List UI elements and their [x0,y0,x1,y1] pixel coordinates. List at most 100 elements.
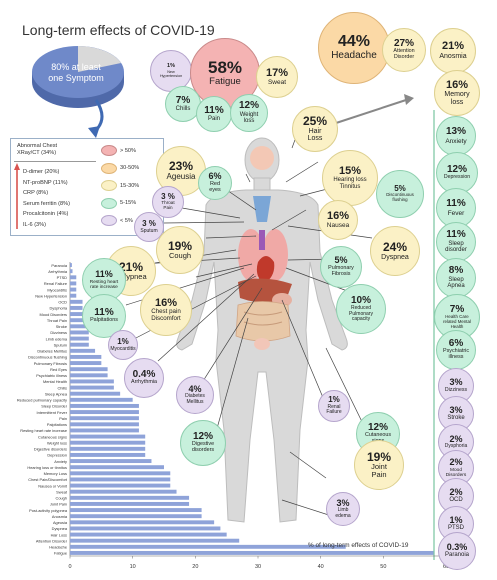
bubble-percent: 19% [167,238,193,253]
bubble-percent: 7% [175,94,191,106]
bubble-label: Cough [168,251,192,261]
bubble-anxiety: 13%Anxiety [436,116,476,156]
bubble-percent: 7% [449,303,465,315]
bubble-percent: 21% [118,259,144,274]
bubble-label: Dysphoria [444,443,468,450]
bubble-label: Paranoia [444,552,470,559]
bubble-percent: 11% [94,306,114,318]
legend-swatch [101,180,117,191]
y-tick-label: PTSD [57,275,68,280]
bubble-label: Stroke [447,415,465,422]
bubble-percent: 3% [449,377,463,388]
bar [70,275,77,280]
bubble-percent: 17% [265,66,289,79]
y-tick-label: Hair Loss [51,532,67,537]
legend-item: 5-15% [101,197,137,209]
y-tick-label: Diabetes Mellitus [37,349,67,354]
bar [70,318,89,323]
bubble-percent: 1% [328,395,340,405]
legend-swatch [101,197,117,209]
bubble-percent: 5% [334,255,348,266]
bubble-label: Polypnea [115,272,147,282]
bar [70,348,96,353]
bar [70,538,240,543]
labs-header-2: XRay/CT (34%) [17,150,57,156]
x-tick-label: 50 [380,564,386,570]
bubble-label: OCD [449,497,463,504]
y-tick-label: Nausea or Vomit [38,483,68,488]
up-arrow-icon [14,163,20,229]
bubble-paranoia: 0.3%Paranoia [438,532,476,570]
y-tick-label: Pain [59,416,67,421]
bubble-label: Ageusia [166,171,196,181]
bubble-percent: 2% [449,487,463,498]
bar [70,269,73,274]
legend-label: 5-15% [120,200,137,206]
bar [70,471,171,476]
bubble-percent: 3 % [142,219,156,229]
summary-line-2: one Symptom [48,73,104,83]
y-tick-label: Sputum [54,342,67,347]
legend-item: < 5% [101,215,133,226]
bar [70,495,190,500]
bar [70,293,77,298]
x-tick-label: 0 [68,564,71,570]
bubble-pain: 11%Pain [196,96,232,132]
bubble-percent: 8% [448,265,464,277]
bubble-label: Palpitations [90,317,118,324]
legend-swatch [101,215,117,226]
lab-item: NT-proBNP (11%) [23,179,68,186]
lab-item: Procalcitonin (4%) [23,211,69,217]
y-tick-label: Cough [56,496,67,501]
legend-label: < 5% [120,217,133,224]
bar [70,312,83,317]
bubble-label: Pain [207,116,220,123]
bar [70,434,146,439]
bar [70,397,133,402]
bubble-percent: 24% [382,239,408,254]
pie-rest-slice [78,46,121,72]
bubble-percent: 21% [441,40,465,53]
y-tick-label: Limb edema [46,336,68,341]
y-tick-label: Discontinuous flushing [28,355,67,360]
bubble-label: Anxiety [445,137,467,145]
summary-line-1: 80% at least [51,62,101,72]
lab-item: CRP (8%) [23,190,49,196]
bubble-label: Dyspnea [381,253,409,261]
bubble-percent: 0.3% [446,542,468,553]
page-title: Long-term effects of COVID-19 [22,22,215,38]
bubble-percent: 1% [167,63,175,70]
y-tick-label: Arrhythmia [48,269,68,274]
legend-item: > 50% [101,145,136,156]
bar [70,477,171,482]
bubble-anosmia: 21%Anosmia [430,28,476,74]
bubble-percent: 3 % [161,191,175,201]
bar [70,361,102,366]
bubble-fatigue: 58%Fatigue [190,38,260,108]
bubble-percent: 10% [350,294,371,306]
bubble-headache: 44%Headache [318,12,390,84]
y-tick-label: Mood Disorders [40,312,68,317]
bar [70,330,89,335]
bubble-label: PTSD [447,525,464,532]
bar [70,416,139,421]
bubble-percent: 3% [336,497,350,508]
legend-label: > 50% [120,147,137,154]
bubble-percent: 15% [338,164,362,177]
